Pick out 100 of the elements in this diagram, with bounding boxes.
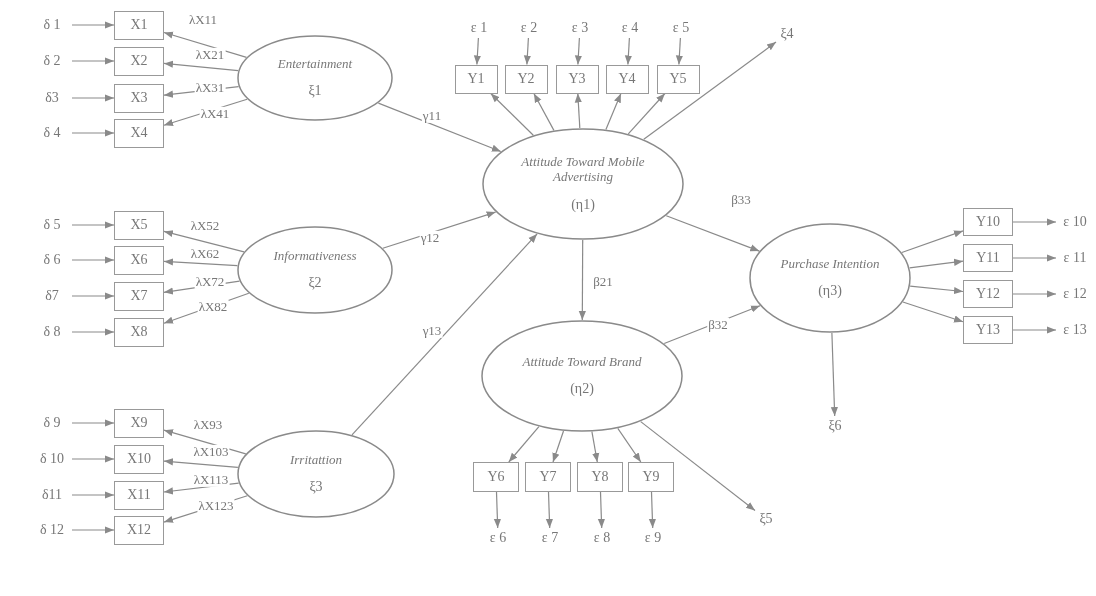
arrow	[665, 215, 760, 252]
construct-symbol: (η3)	[818, 283, 842, 300]
arrow	[163, 230, 245, 253]
indicator-box: Y12	[963, 280, 1013, 308]
indicator-box: X5	[114, 210, 164, 240]
arrow	[163, 258, 238, 267]
arrow	[382, 211, 497, 249]
arrow	[591, 431, 600, 463]
latent-variable-ellipse	[237, 430, 395, 518]
arrow	[640, 421, 756, 512]
indicator-box: X7	[114, 281, 164, 311]
arrow	[552, 430, 565, 463]
arrow	[574, 92, 582, 129]
arrow	[533, 92, 555, 131]
arrow	[597, 491, 605, 529]
construct-symbol: (η2)	[570, 381, 594, 398]
arrow	[71, 419, 115, 427]
arrow	[71, 526, 115, 534]
arrow	[1012, 326, 1057, 334]
arrow	[163, 458, 239, 468]
variable-label: δ3	[34, 90, 70, 106]
indicator-box: Y2	[504, 64, 548, 94]
indicator-box: Y9	[628, 462, 674, 492]
arrow	[1012, 290, 1057, 298]
arrow	[1012, 254, 1057, 262]
arrow	[351, 233, 538, 436]
variable-label: ε 4	[617, 20, 643, 36]
construct-name: Purchase Intention	[780, 256, 880, 272]
construct-name: Informativeness	[273, 248, 357, 264]
arrow	[71, 94, 115, 102]
arrow	[71, 292, 115, 300]
arrow	[643, 41, 777, 140]
arrow	[624, 37, 632, 66]
variable-label: ξ6	[826, 418, 844, 434]
indicator-box: X3	[114, 83, 164, 113]
indicator-box: X11	[114, 480, 164, 510]
indicator-box: X8	[114, 317, 164, 347]
variable-label: ε 7	[537, 530, 563, 546]
arrow	[617, 427, 642, 463]
variable-label: ε 8	[589, 530, 615, 546]
indicator-box: X1	[114, 10, 164, 40]
indicator-box: Y4	[605, 64, 649, 94]
indicator-box: Y7	[525, 462, 571, 492]
indicator-box: Y6	[473, 462, 519, 492]
variable-label: δ7	[34, 288, 70, 304]
variable-label: ξ4	[778, 26, 796, 42]
variable-label: δ 2	[34, 53, 70, 69]
variable-label: ε 1	[466, 20, 492, 36]
indicator-box: Y3	[555, 64, 599, 94]
arrow	[71, 491, 115, 499]
arrow	[1012, 218, 1057, 226]
variable-label: δ11	[34, 487, 70, 503]
variable-label: δ 12	[34, 522, 70, 538]
variable-label: δ 1	[34, 17, 70, 33]
arrow	[901, 230, 964, 254]
edge-label: β32	[707, 317, 729, 333]
arrow	[605, 92, 622, 131]
arrow	[493, 491, 501, 529]
arrow	[71, 455, 115, 463]
indicator-box: X2	[114, 46, 164, 76]
variable-label: ξ5	[757, 511, 775, 527]
indicator-box: Y1	[454, 64, 498, 94]
indicator-box: Y8	[577, 462, 623, 492]
construct-symbol: ξ3	[309, 479, 323, 496]
arrow	[675, 37, 683, 66]
edge-label: λX31	[194, 80, 226, 96]
indicator-box: Y11	[963, 244, 1013, 272]
edge-label: λX82	[197, 299, 229, 315]
variable-label: δ 6	[34, 252, 70, 268]
edge-label: β21	[592, 274, 614, 290]
arrow	[830, 332, 838, 417]
arrow	[574, 37, 582, 66]
variable-label: ε 6	[485, 530, 511, 546]
arrow	[71, 256, 115, 264]
variable-label: ε 9	[640, 530, 666, 546]
indicator-box: Y13	[963, 316, 1013, 344]
arrow	[627, 92, 666, 135]
construct-name: Irritattion	[290, 452, 342, 468]
arrow	[523, 37, 531, 66]
variable-label: ε 3	[567, 20, 593, 36]
arrow	[163, 60, 239, 72]
variable-label: δ 8	[34, 324, 70, 340]
construct-name: Attitude Toward Brand	[522, 354, 642, 370]
variable-label: ε 13	[1058, 322, 1092, 338]
variable-label: ε 2	[516, 20, 542, 36]
arrow	[902, 301, 964, 323]
latent-variable-ellipse	[481, 320, 683, 432]
arrow	[909, 285, 964, 295]
edge-label: γ12	[419, 230, 441, 246]
construct-symbol: ξ1	[308, 83, 322, 100]
latent-variable-ellipse	[749, 223, 911, 333]
arrow	[578, 239, 586, 321]
arrow	[648, 491, 656, 529]
variable-label: ε 5	[668, 20, 694, 36]
variable-label: ε 11	[1058, 250, 1092, 266]
indicator-box: X9	[114, 408, 164, 438]
indicator-box: Y5	[656, 64, 700, 94]
latent-variable-ellipse	[237, 226, 393, 314]
variable-label: δ 9	[34, 415, 70, 431]
construct-name: Attitude Toward Mobile Advertising	[520, 155, 646, 185]
